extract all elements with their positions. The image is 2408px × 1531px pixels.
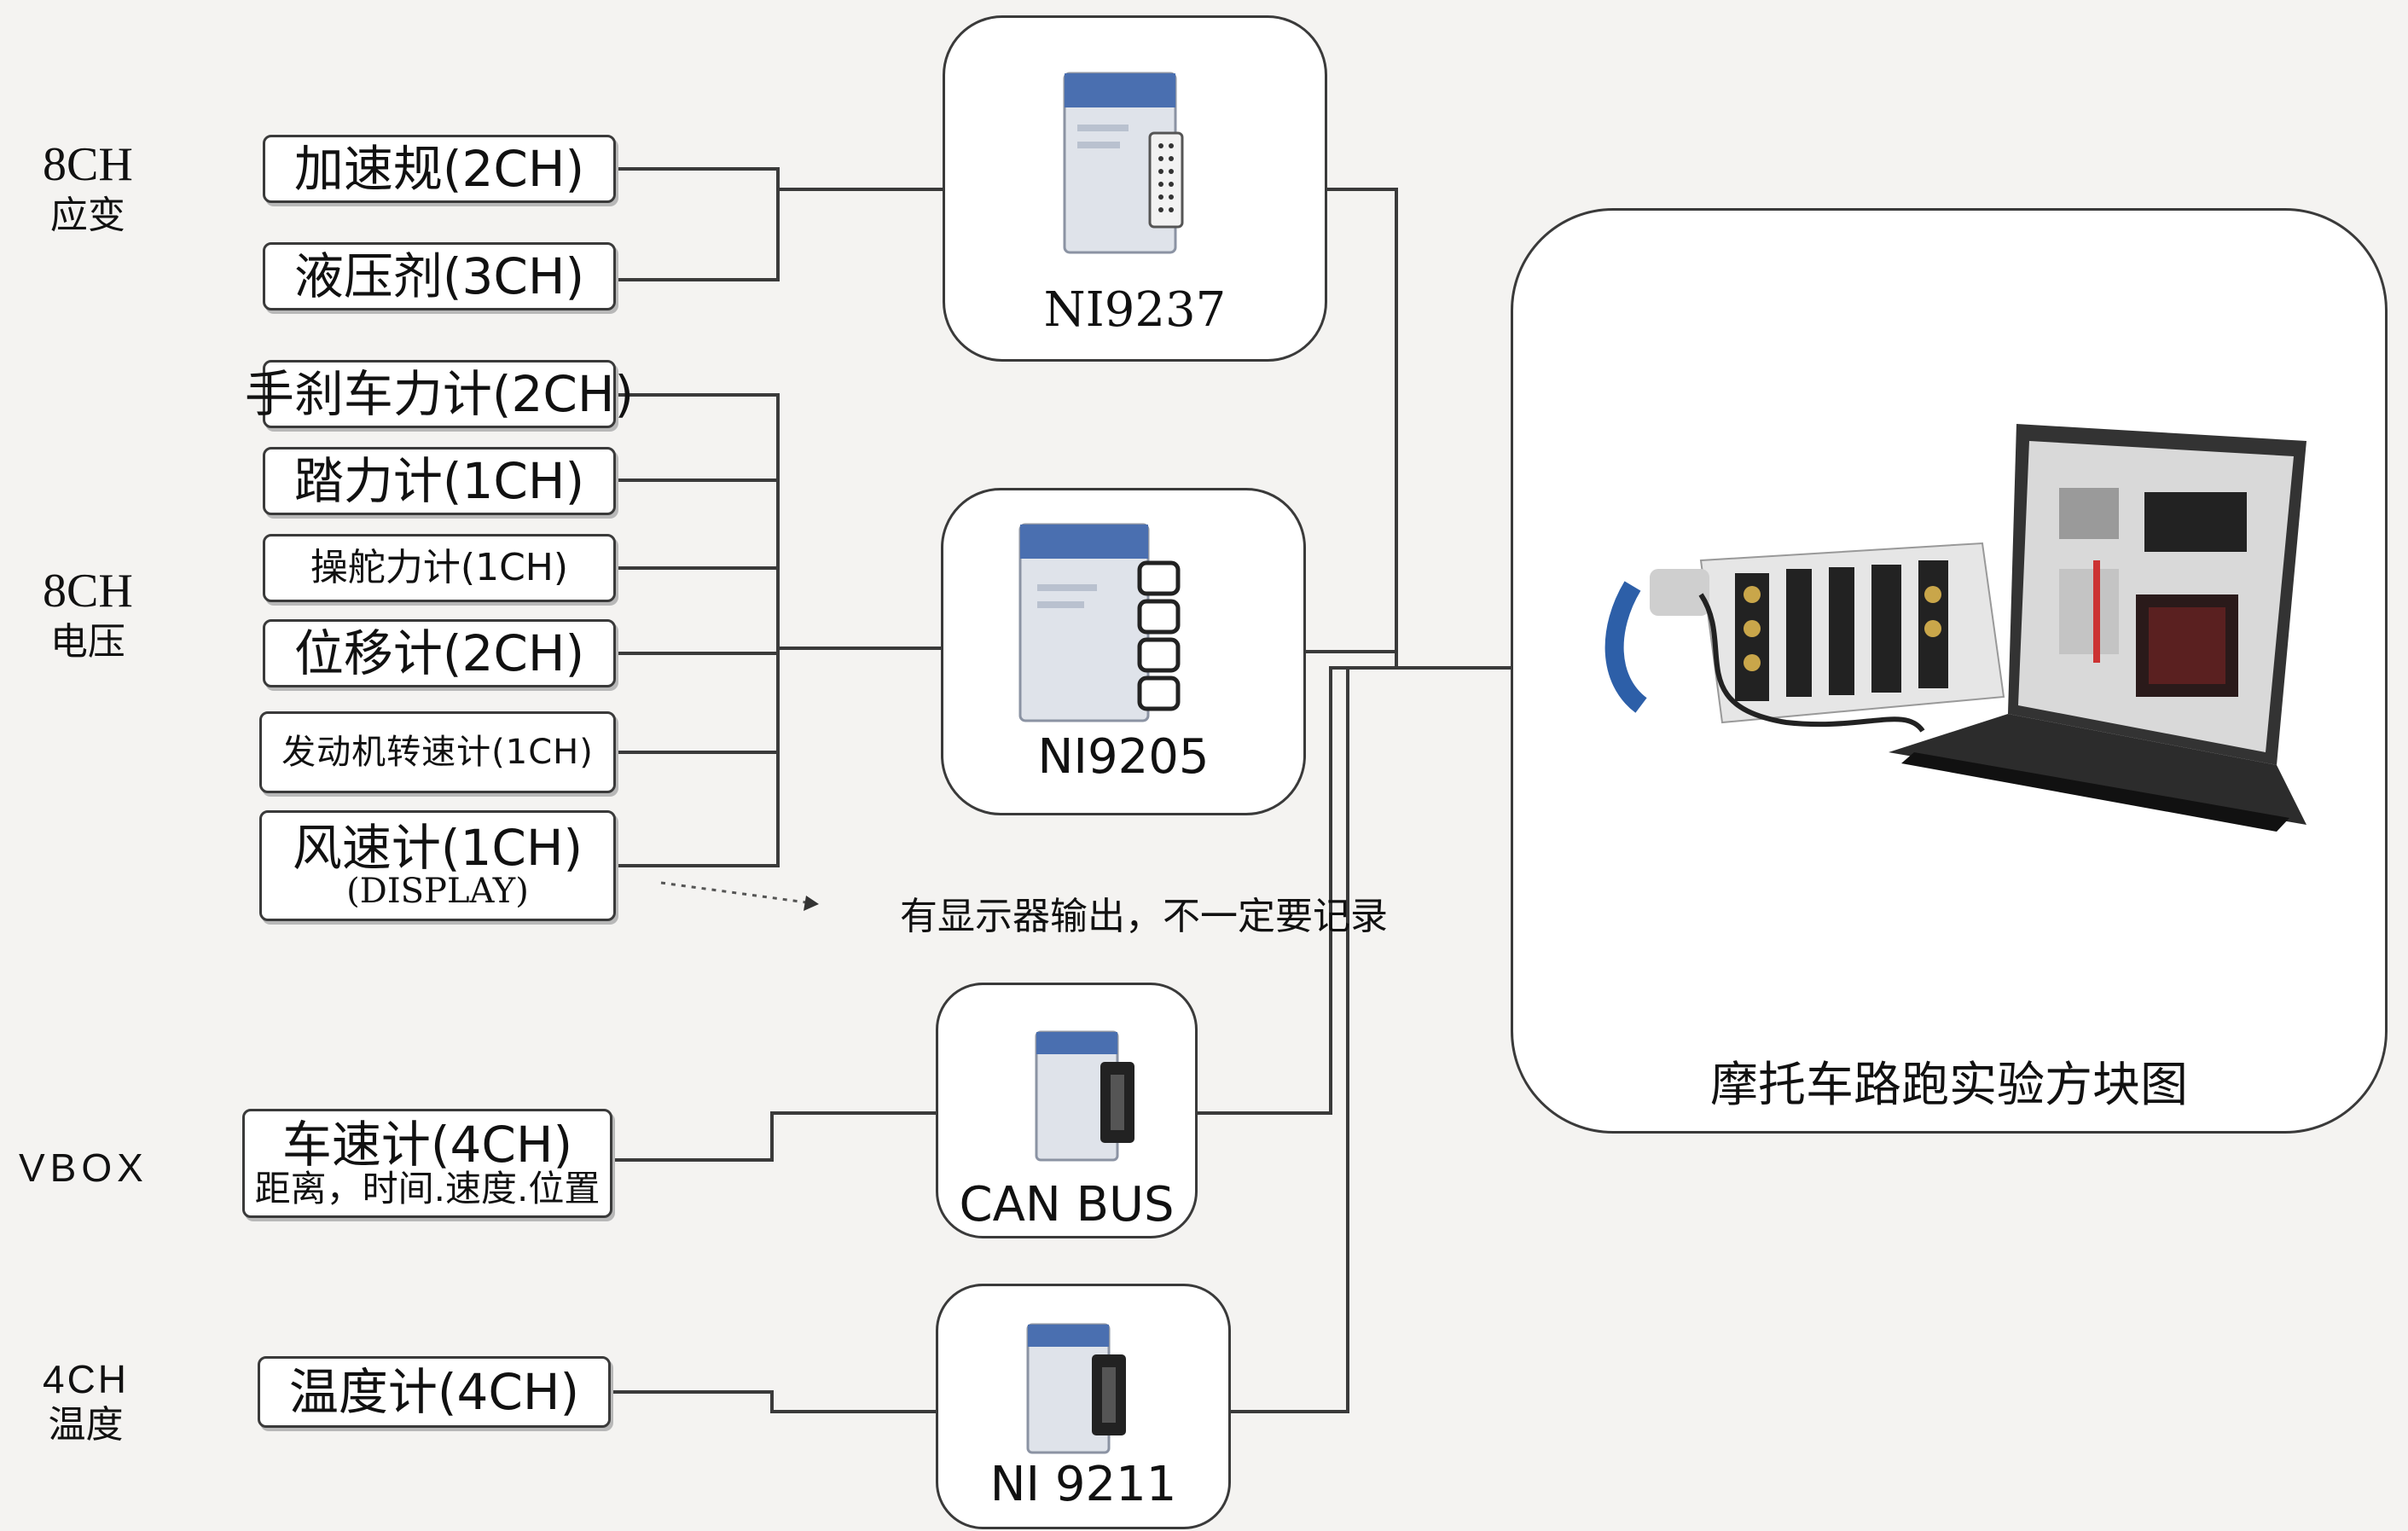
sensor-label: 车速计(4CH) [281,1115,573,1174]
group-strain-count: 8CH [43,138,133,191]
module-label: NI 9211 [989,1457,1177,1512]
group-temperature-type: 温度 [48,1403,124,1447]
sensor-sublabel: (DISPLAY) [346,872,529,912]
group-voltage-type: 电压 [49,620,125,664]
sensor-label: 液压剂(3CH) [293,246,585,305]
group-voltage-count: 8CH [43,565,133,618]
group-label-voltage: 8CH 电压 [43,563,133,665]
sensor-box-engine-speed: 发动机转速计(1CH) [259,711,616,793]
ni9205-device-icon [1018,523,1181,722]
sensor-label: 踏力计(1CH) [293,451,585,510]
group-label-temperature: 4CH 温度 [43,1356,129,1448]
sensor-label: 位移计(2CH) [293,623,585,682]
group-vbox-name: VBOX [19,1145,148,1190]
group-strain-type: 应变 [49,194,125,238]
ni9237-device-icon [1063,72,1184,254]
sensor-label: 风速计(1CH) [292,818,583,877]
sensor-box-pedal: 踏力计(1CH) [263,447,616,515]
group-temperature-count: 4CH [43,1357,130,1401]
sensor-box-displacement: 位移计(2CH) [263,619,616,687]
display-output-note: 有显示器输出，不一定要记录 [900,895,1388,938]
module-ni9205: NI9205 [941,488,1306,815]
sensor-box-anemometer: 风速计(1CH) (DISPLAY) [259,810,616,921]
sensor-box-handbrake: 手刹车力计(2CH) [245,360,634,428]
can-bus-device-icon [1035,1030,1134,1162]
module-label: NI9237 [1043,282,1227,338]
module-ni9211: NI 9211 [936,1284,1231,1529]
system-title: 摩托车路跑实验方块图 [1710,1058,2188,1113]
sensor-box-thermometer: 温度计(4CH) [258,1356,611,1428]
sensor-box-hydraulic: 液压剂(3CH) [263,242,616,310]
group-label-vbox: VBOX [19,1145,148,1192]
group-label-strain: 8CH 应变 [43,136,133,239]
sensor-label: 温度计(4CH) [288,1362,580,1421]
ni9211-device-icon [1026,1323,1126,1454]
system-block: 摩托车路跑实验方块图 [1511,208,2388,1134]
module-can-bus: CAN BUS [936,983,1198,1238]
sensor-label: 操舵力计(1CH) [310,545,569,589]
sensor-label: 加速规(2CH) [293,139,585,198]
sensor-label: 手刹车力计(2CH) [244,364,635,423]
sensor-box-speedometer: 车速计(4CH) 距离，时间.速度.位置 [242,1109,612,1218]
laptop-daq-illustration [1604,424,2306,832]
sensor-sublabel: 距离，时间.速度.位置 [254,1168,601,1210]
module-label: CAN BUS [959,1177,1175,1232]
module-ni9237: NI9237 [943,15,1327,362]
sensor-box-steering: 操舵力计(1CH) [263,534,616,602]
sensor-box-accelerometer: 加速规(2CH) [263,135,616,203]
module-label: NI9205 [1037,729,1210,785]
sensor-label: 发动机转速计(1CH) [281,733,594,772]
